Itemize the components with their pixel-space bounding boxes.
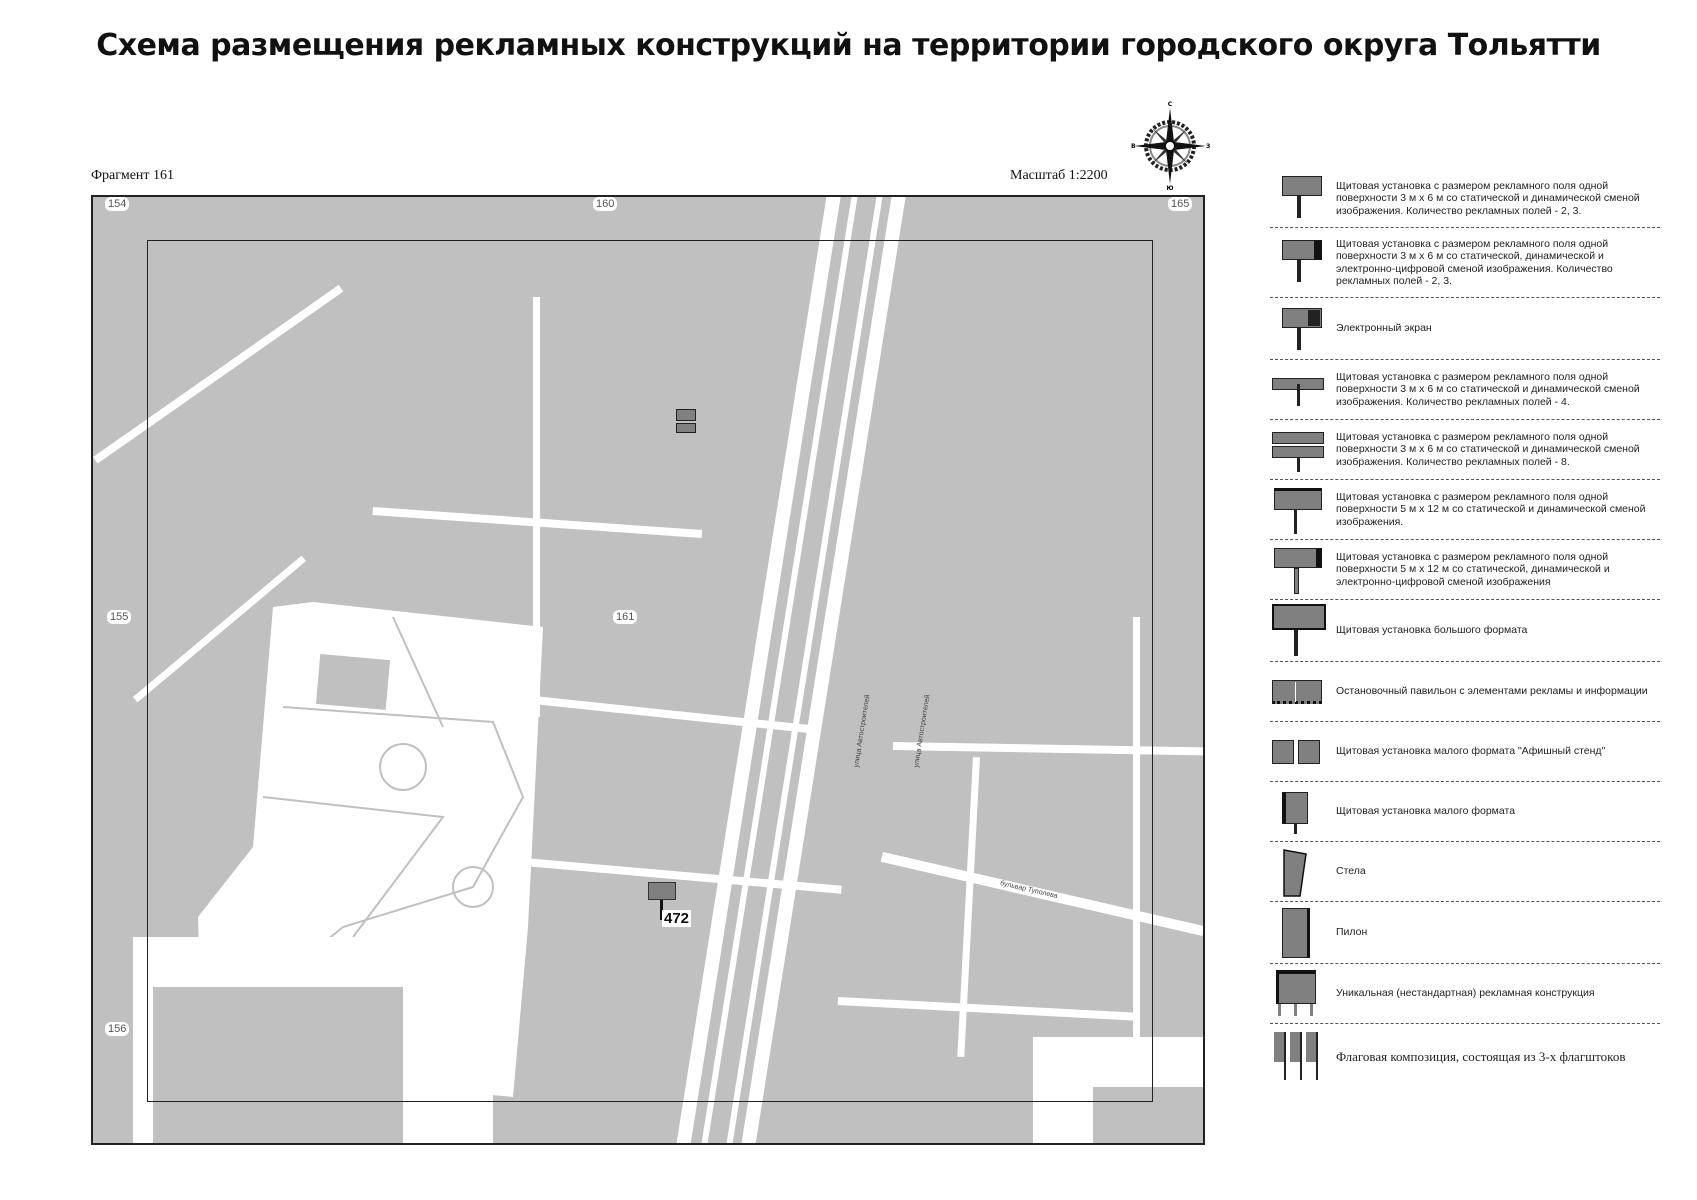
ad-structure-marker-472[interactable]: 472 xyxy=(648,882,692,927)
legend-item: Щитовая установка большого формата xyxy=(1270,600,1660,662)
road-cross-3 xyxy=(892,742,1203,756)
electronic-screen-icon xyxy=(1270,298,1332,359)
billboard-4-fields-icon xyxy=(1270,360,1332,419)
neighbor-fragment-154[interactable]: 154 xyxy=(105,197,130,211)
legend-item: Электронный экран xyxy=(1270,298,1660,360)
marker-number: 472 xyxy=(662,910,692,927)
current-fragment-161: 161 xyxy=(613,610,638,624)
street-label-avtostroiteley-2: улица Автостроителей xyxy=(913,694,932,769)
legend-item: Щитовая установка с размером рекламного … xyxy=(1270,170,1660,228)
building-sw xyxy=(153,987,403,1143)
neighbor-fragment-156[interactable]: 156 xyxy=(105,1022,130,1036)
neighbor-fragment-160[interactable]: 160 xyxy=(593,197,618,211)
legend-item: Флаговая композиция, состоящая из 3-х фл… xyxy=(1270,1024,1660,1088)
legend-item: Пилон xyxy=(1270,902,1660,964)
road-cross-5 xyxy=(837,997,1138,1021)
legend-item: Щитовая установка с размером рекламного … xyxy=(1270,420,1660,480)
flag-composition-icon xyxy=(1270,1024,1332,1088)
fragment-label: Фрагмент 161 xyxy=(91,168,175,183)
legend-item: Щитовая установка малого формата "Афишны… xyxy=(1270,722,1660,782)
bus-stop-pavilion-icon[interactable] xyxy=(676,423,696,433)
street-label-avtostroiteley: улица Автостроителей xyxy=(853,694,872,769)
billboard-3x6-icon xyxy=(1270,170,1332,227)
legend-item: Щитовая установка с размером рекламного … xyxy=(1270,480,1660,540)
bus-stop-pavilion-icon[interactable] xyxy=(676,409,696,421)
legend-item: Остановочный павильон с элементами рекла… xyxy=(1270,662,1660,722)
page-title: Схема размещения рекламных конструкций н… xyxy=(96,28,1601,63)
legend-item: Щитовая установка с размером рекламного … xyxy=(1270,540,1660,600)
unique-structure-icon xyxy=(1270,964,1332,1023)
legend: Щитовая установка с размером рекламного … xyxy=(1270,170,1660,1088)
pylon-icon xyxy=(1270,902,1332,963)
scale-label: Масштаб 1:2200 xyxy=(1010,168,1108,183)
neighbor-fragment-165[interactable]: 165 xyxy=(1168,197,1193,211)
billboard-5x12-icon xyxy=(1270,480,1332,539)
road-diag-nw xyxy=(93,284,344,464)
road-vert-3 xyxy=(1133,617,1140,1117)
legend-item: Щитовая установка с размером рекламного … xyxy=(1270,228,1660,298)
svg-text:З: З xyxy=(1206,143,1210,150)
stele-icon xyxy=(1270,842,1332,901)
billboard-8-fields-icon xyxy=(1270,420,1332,479)
svg-text:Ю: Ю xyxy=(1166,185,1173,190)
road-median-west xyxy=(699,197,859,1143)
legend-item: Щитовая установка с размером рекламного … xyxy=(1270,360,1660,420)
billboard-icon xyxy=(648,882,676,900)
legend-item: Уникальная (нестандартная) рекламная кон… xyxy=(1270,964,1660,1024)
svg-text:В: В xyxy=(1131,143,1136,150)
billboard-3x6-digital-icon xyxy=(1270,228,1332,297)
map-fragment[interactable]: 154 160 165 155 156 161 улица Автостроит… xyxy=(91,195,1205,1145)
poster-stand-icon xyxy=(1270,722,1332,781)
building-se xyxy=(1093,1087,1203,1143)
block-center xyxy=(448,627,488,717)
small-format-billboard-icon xyxy=(1270,782,1332,841)
compass-rose-icon: С Ю В З xyxy=(1131,101,1210,190)
svg-text:С: С xyxy=(1168,101,1173,108)
road-vert-1 xyxy=(533,297,540,717)
bus-stop-pavilion-icon xyxy=(1270,662,1332,721)
billboard-5x12-digital-icon xyxy=(1270,540,1332,599)
legend-item: Щитовая установка малого формата xyxy=(1270,782,1660,842)
neighbor-fragment-155[interactable]: 155 xyxy=(107,610,132,624)
large-format-billboard-icon xyxy=(1270,600,1332,661)
legend-item: Стела xyxy=(1270,842,1660,902)
